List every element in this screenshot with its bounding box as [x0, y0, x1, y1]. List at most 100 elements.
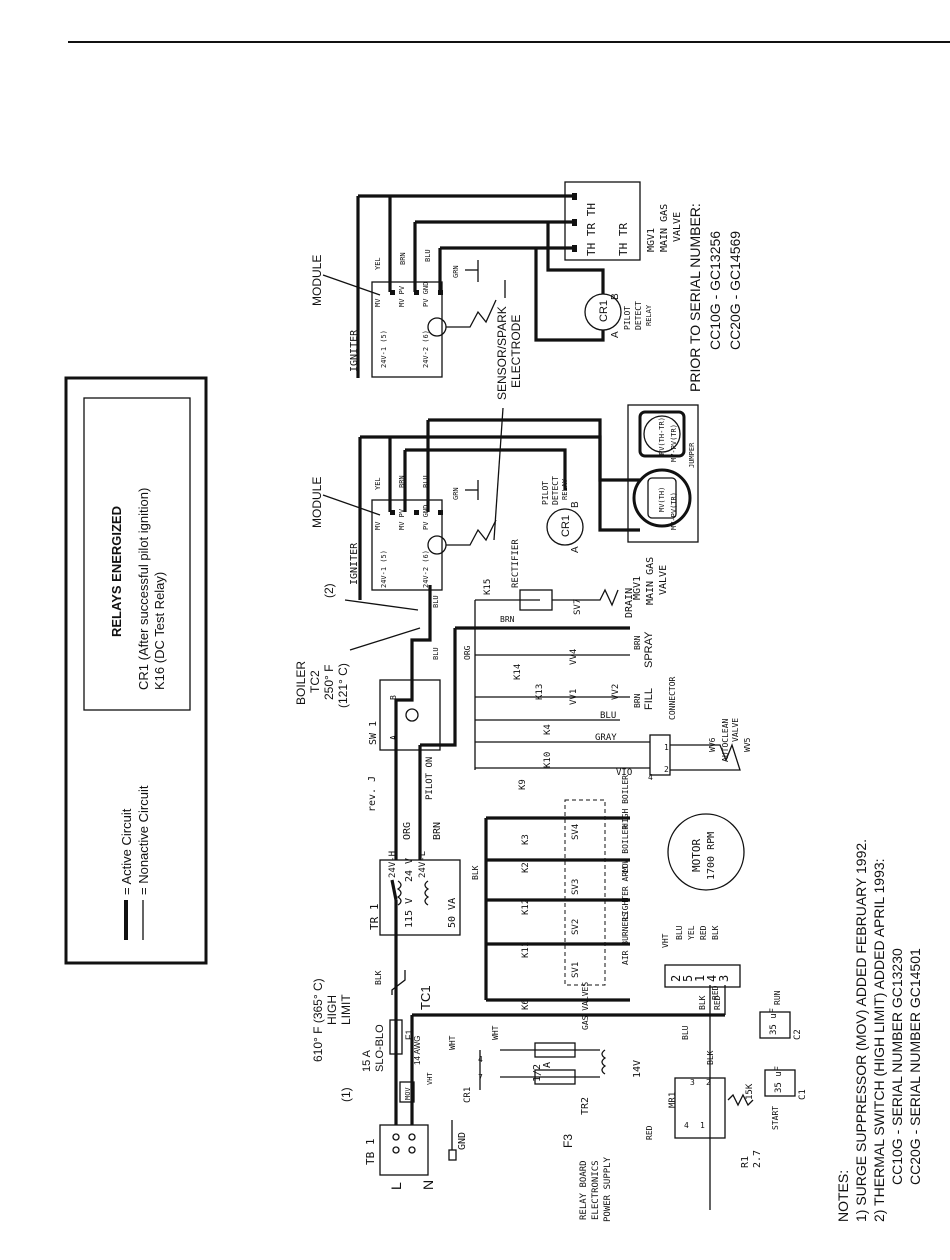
boiler-tc2-label: BOILER [294, 661, 308, 705]
svg-text:RELAY: RELAY [561, 478, 569, 500]
svg-text:BLU: BLU [432, 647, 440, 660]
svg-text:DETECT: DETECT [551, 476, 560, 505]
svg-text:24V-2 (6): 24V-2 (6) [422, 550, 430, 588]
svg-text:CC10G - GC13256: CC10G - GC13256 [707, 231, 723, 350]
svg-text:250° F: 250° F [322, 665, 336, 700]
svg-text:SV3: SV3 [571, 879, 581, 895]
svg-text:MODULE: MODULE [310, 477, 324, 528]
svg-text:24V-1 (5): 24V-1 (5) [380, 330, 388, 368]
svg-text:RED: RED [713, 995, 722, 1010]
svg-text:MV PV: MV PV [398, 508, 406, 530]
svg-text:LIGHTER ARM: LIGHTER ARM [621, 867, 630, 920]
svg-text:ELECTRONICS: ELECTRONICS [591, 1160, 601, 1220]
svg-text:BLU: BLU [600, 711, 616, 721]
main-circuit: TB 1 L N GND MOV (1) VHT 15 A SLO-BLO F1… [294, 539, 808, 1222]
igniter-top-label: IGNITER [349, 329, 360, 372]
svg-text:MAIN GAS: MAIN GAS [659, 204, 670, 252]
svg-text:K13: K13 [535, 684, 545, 700]
svg-text:RED: RED [699, 925, 708, 940]
svg-text:CR1: CR1 [560, 515, 572, 537]
svg-text:START: START [771, 1106, 780, 1130]
sensor-spark-label: SENSOR/SPARK [495, 306, 509, 400]
svg-text:VHT: VHT [426, 1072, 434, 1085]
svg-text:K11: K11 [521, 942, 531, 958]
svg-text:24V-1 (5): 24V-1 (5) [380, 550, 388, 588]
svg-text:RED: RED [711, 985, 720, 1000]
svg-text:GRN: GRN [452, 265, 460, 278]
svg-text:WHT: WHT [491, 1025, 500, 1040]
legend-active: = Active Circuit [119, 808, 134, 895]
svg-text:SPRAY: SPRAY [643, 631, 655, 668]
svg-text:RELAY: RELAY [645, 304, 653, 326]
svg-text:24V-L: 24V-L [418, 851, 428, 878]
svg-text:TC1: TC1 [418, 985, 433, 1010]
svg-text:2: 2 [664, 765, 669, 774]
note-2: 2) THERMAL SWITCH (HIGH LIMIT) ADDED APR… [871, 858, 887, 1222]
relay-k16-text: K16 (DC Test Relay) [152, 572, 167, 690]
svg-text:PILOT ON: PILOT ON [425, 757, 435, 800]
svg-text:CC20G - GC14569: CC20G - GC14569 [727, 231, 743, 350]
svg-text:N: N [420, 1180, 436, 1190]
notes-title: NOTES: [835, 1170, 851, 1222]
svg-text:B: B [570, 501, 581, 508]
svg-text:5: 5 [681, 975, 695, 982]
svg-text:LOW BOILER: LOW BOILER [621, 825, 630, 873]
notes-block: NOTES: 1) SURGE SUPPRESSOR (MOV) ADDED F… [835, 839, 923, 1222]
svg-text:VALVE: VALVE [658, 565, 669, 595]
svg-text:C2: C2 [793, 1029, 803, 1040]
svg-text:VHT: VHT [661, 933, 670, 948]
svg-text:4: 4 [684, 1121, 689, 1130]
prior-serial-title: PRIOR TO SERIAL NUMBER: [687, 203, 703, 392]
svg-text:4: 4 [705, 975, 719, 982]
svg-text:GRN: GRN [452, 487, 460, 500]
svg-text:MR1: MR1 [668, 1092, 678, 1108]
svg-text:F3: F3 [561, 1134, 575, 1148]
svg-text:AIR BURNERS: AIR BURNERS [621, 912, 630, 965]
svg-text:115 V: 115 V [404, 898, 415, 928]
svg-text:ORG: ORG [463, 645, 472, 660]
svg-text:VV4: VV4 [569, 649, 579, 665]
svg-text:VIO: VIO [616, 768, 632, 778]
svg-text:610° F (365° C): 610° F (365° C) [311, 978, 325, 1062]
svg-text:JUMPER: JUMPER [688, 442, 696, 468]
note-1: 1) SURGE SUPPRESSOR (MOV) ADDED FEBRUARY… [853, 839, 869, 1222]
svg-text:MGV1: MGV1 [646, 228, 657, 252]
svg-text:(121° C): (121° C) [336, 663, 350, 708]
svg-text:CR1: CR1 [598, 300, 610, 322]
svg-text:MV-PV(TR): MV-PV(TR) [670, 492, 678, 530]
svg-text:MV PV: MV PV [398, 285, 406, 307]
svg-text:3: 3 [690, 1078, 695, 1087]
svg-text:CR1: CR1 [463, 1087, 473, 1103]
svg-text:24V-2 (6): 24V-2 (6) [422, 330, 430, 368]
svg-text:YEL: YEL [374, 477, 382, 490]
svg-text:LIMIT: LIMIT [339, 994, 353, 1025]
svg-text:HIGH BOILER: HIGH BOILER [621, 775, 630, 828]
svg-text:BLU: BLU [424, 249, 432, 262]
module-top-label: MODULE [310, 255, 324, 306]
svg-text:BLK: BLK [471, 865, 480, 880]
svg-text:SV1: SV1 [571, 962, 581, 978]
svg-text:RECTIFIER: RECTIFIER [511, 539, 521, 588]
svg-text:24V-H: 24V-H [388, 851, 398, 878]
svg-text:15 A: 15 A [361, 1049, 373, 1072]
svg-text:SW 1: SW 1 [368, 721, 379, 745]
svg-text:MGV1: MGV1 [632, 576, 643, 600]
svg-text:2: 2 [669, 975, 683, 982]
svg-text:K14: K14 [513, 664, 523, 680]
svg-text:K3: K3 [521, 834, 531, 845]
svg-text:VALVE: VALVE [672, 212, 683, 242]
svg-text:50 VA: 50 VA [447, 898, 458, 928]
svg-text:BLU: BLU [432, 595, 440, 608]
svg-text:A: A [389, 735, 398, 740]
svg-text:ORG: ORG [402, 822, 413, 840]
mgv1-top-th-tr-th: TH TR TH [585, 203, 598, 256]
svg-text:rev. J: rev. J [367, 776, 378, 812]
svg-text:BLU: BLU [681, 1025, 690, 1040]
svg-text:2.7: 2.7 [752, 1150, 763, 1168]
svg-text:FILL: FILL [643, 688, 655, 710]
svg-text:1700 RPM: 1700 RPM [706, 832, 717, 880]
svg-text:35 uF: 35 uF [769, 1008, 779, 1035]
note-2b: CC20G - SERIAL NUMBER GC14501 [907, 948, 923, 1185]
legend-panel: = Active Circuit = Nonactive Circuit REL… [64, 376, 208, 965]
svg-text:GND: GND [457, 1132, 468, 1150]
